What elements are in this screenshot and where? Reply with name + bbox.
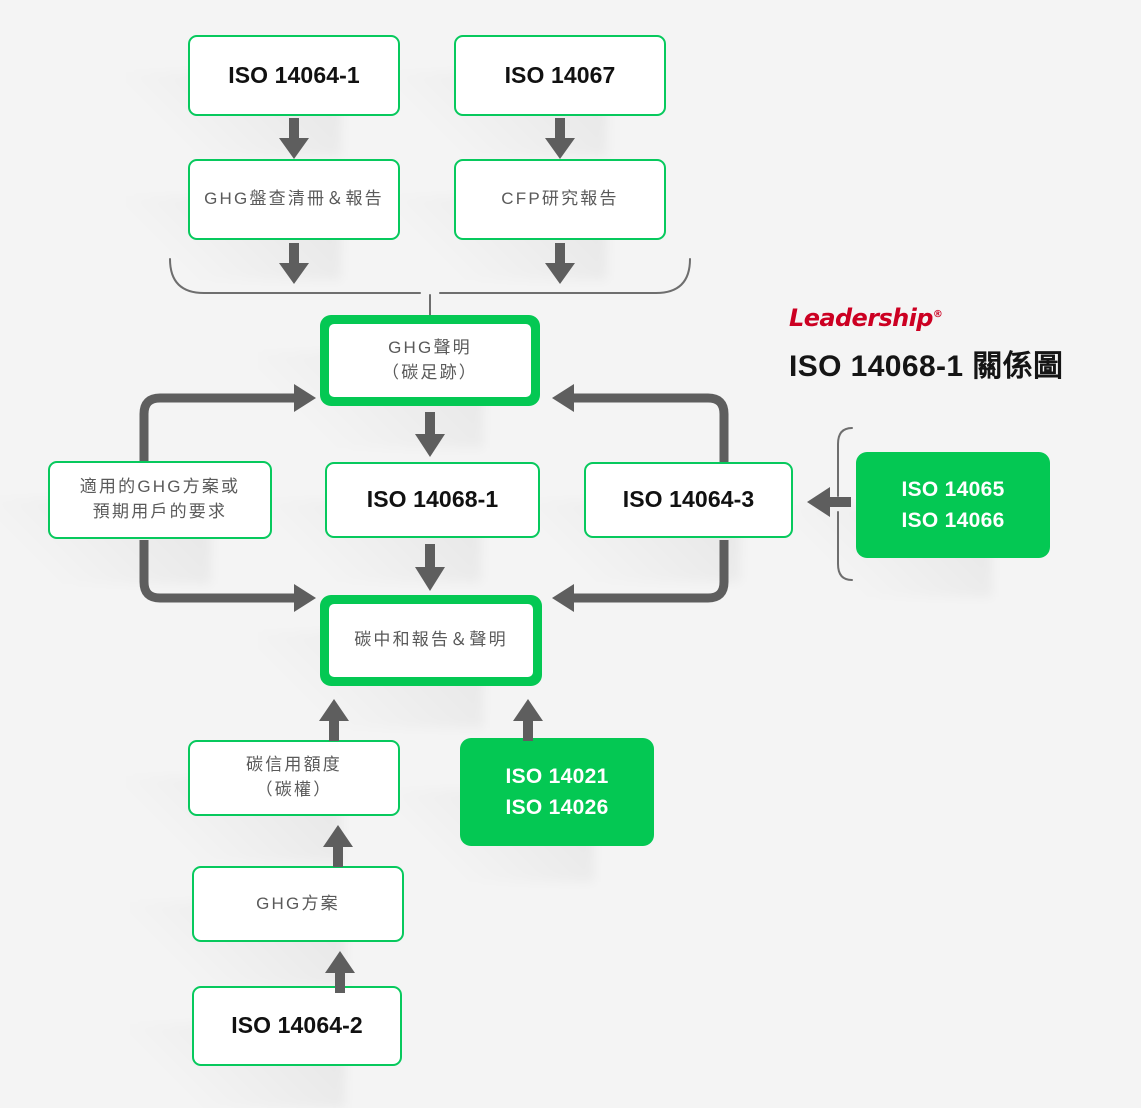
node-iso-14064-3[interactable]: ISO 14064-3 <box>584 462 793 538</box>
node-iso-14068-1[interactable]: ISO 14068-1 <box>325 462 540 538</box>
node-iso-14065-14066[interactable]: ISO 14065 ISO 14066 <box>856 452 1050 558</box>
node-carbon-credit[interactable]: 碳信用額度 （碳權） <box>188 740 400 816</box>
arrow-down-ghg-statement <box>414 412 446 458</box>
connector-req-to-carbon-neutral <box>130 540 320 620</box>
node-label-line1: ISO 14021 <box>505 764 609 788</box>
arrow-down-14067 <box>544 118 576 160</box>
arrow-left-14065-14066 <box>806 486 852 518</box>
node-label: ISO 14068-1 <box>366 486 499 513</box>
node-inner-panel: GHG聲明 （碳足跡） <box>329 324 531 397</box>
node-label-line1: 碳信用額度 <box>246 755 342 775</box>
node-iso-14021-14026[interactable]: ISO 14021 ISO 14026 <box>460 738 654 846</box>
node-label-line2: （碳權） <box>255 780 333 799</box>
brand-logo: Leadership® <box>789 304 1063 332</box>
node-iso-14067[interactable]: ISO 14067 <box>454 35 666 116</box>
arrow-up-14064-2 <box>324 950 356 994</box>
arrow-down-14068-1 <box>414 544 446 592</box>
registered-mark: ® <box>932 309 943 320</box>
node-ghg-program-requirements[interactable]: 適用的GHG方案或 預期用戶的要求 <box>48 461 272 539</box>
top-merge-bracket <box>160 245 700 324</box>
node-inner-panel: 碳中和報告＆聲明 <box>329 604 533 677</box>
connector-14064-3-to-carbon-neutral <box>548 540 738 620</box>
node-iso-14064-2[interactable]: ISO 14064-2 <box>192 986 402 1066</box>
arrow-down-cfp-report <box>544 243 576 285</box>
node-label: GHG方案 <box>256 893 340 913</box>
node-iso-14064-1[interactable]: ISO 14064-1 <box>188 35 400 116</box>
node-label: CFP研究報告 <box>501 189 619 209</box>
node-label-line2: ISO 14066 <box>901 509 1005 532</box>
node-cfp-report[interactable]: CFP研究報告 <box>454 159 666 240</box>
node-label: ISO 14067 <box>504 61 616 88</box>
arrow-down-ghg-inventory <box>278 243 310 285</box>
node-label-line1: 適用的GHG方案或 <box>79 477 241 497</box>
node-ghg-program[interactable]: GHG方案 <box>192 866 404 942</box>
node-carbon-neutral-report[interactable]: 碳中和報告＆聲明 <box>320 595 542 686</box>
node-label-line2: （碳足跡） <box>382 362 478 382</box>
arrow-down-14064-1 <box>278 118 310 160</box>
node-label: ISO 14064-1 <box>228 61 360 88</box>
page-title: ISO 14068-1 關係圖 <box>789 350 1064 383</box>
arrow-up-carbon-credit <box>318 698 350 742</box>
node-label: ISO 14064-3 <box>622 486 755 513</box>
title-block: Leadership® ISO 14068-1 關係圖 <box>789 304 1063 385</box>
node-label: GHG盤查清冊＆報告 <box>204 189 384 209</box>
node-ghg-inventory[interactable]: GHG盤查清冊＆報告 <box>188 159 400 240</box>
node-label: 碳中和報告＆聲明 <box>354 630 508 650</box>
arrow-up-14021-14026 <box>512 698 544 742</box>
brand-name: Leadership <box>789 304 933 332</box>
node-label-line1: ISO 14065 <box>901 477 1005 501</box>
node-label-line2: ISO 14026 <box>505 796 609 819</box>
arrow-up-ghg-program <box>322 824 354 868</box>
node-label: ISO 14064-2 <box>231 1012 363 1039</box>
node-label-line2: 預期用戶的要求 <box>92 502 228 521</box>
node-ghg-statement[interactable]: GHG聲明 （碳足跡） <box>320 315 540 406</box>
node-label-line1: GHG聲明 <box>388 337 472 357</box>
